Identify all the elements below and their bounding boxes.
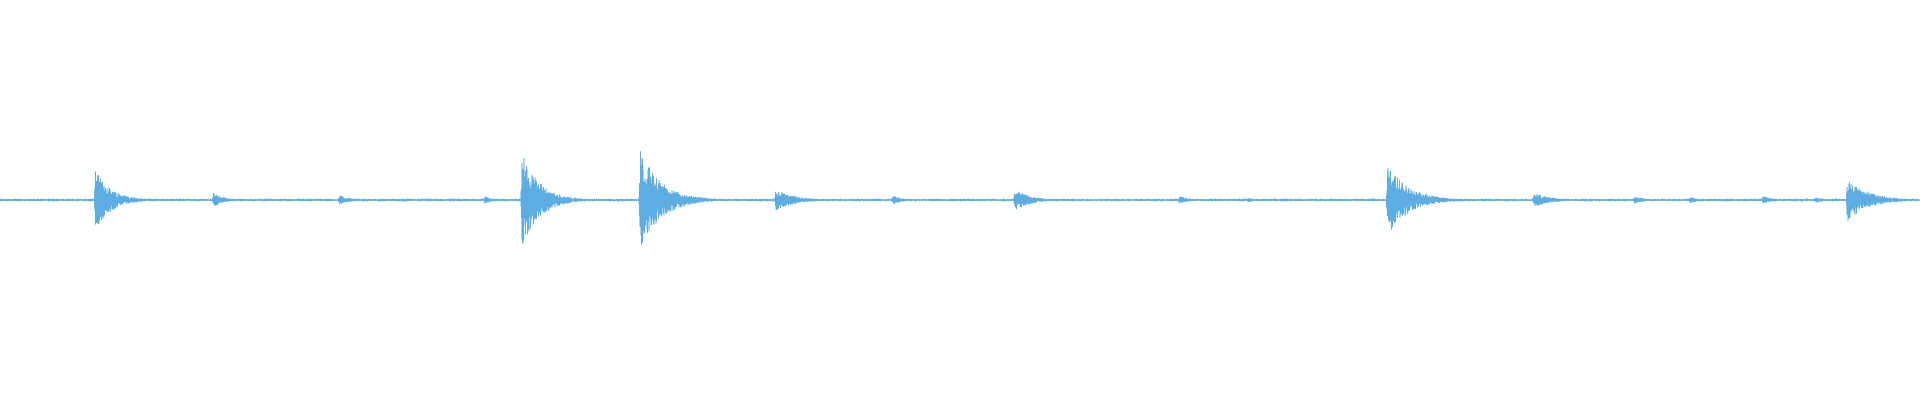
waveform-signal (0, 151, 1920, 245)
